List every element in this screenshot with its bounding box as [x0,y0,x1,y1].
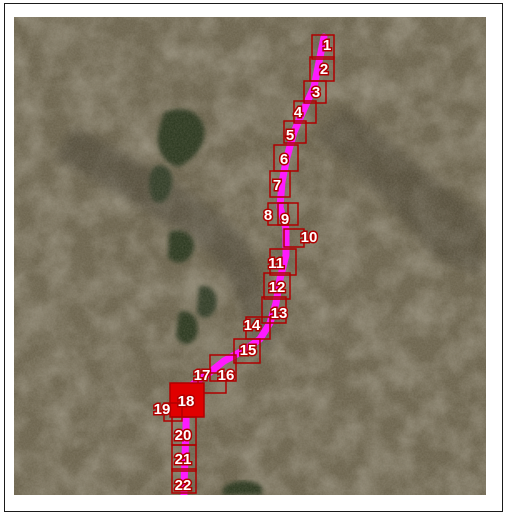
segment-box-1[interactable] [311,34,335,60]
segment-label-5[interactable]: 5 [284,126,295,146]
segment-label-7[interactable]: 7 [271,176,282,196]
segment-box-3[interactable] [303,80,327,104]
segment-box-19[interactable] [163,402,183,422]
segment-box-9[interactable] [277,202,299,226]
segment-label-15[interactable]: 15 [238,341,258,361]
segment-label-8[interactable]: 8 [262,206,273,226]
segment-label-13[interactable]: 13 [269,304,289,324]
segment-label-14[interactable]: 14 [242,316,262,336]
segment-label-9[interactable]: 9 [279,210,290,230]
segment-box-10[interactable] [283,228,305,248]
segment-label-4[interactable]: 4 [292,103,304,123]
segment-label-1[interactable]: 1 [321,36,332,56]
segment-box-12[interactable] [263,272,291,300]
segment-box-11[interactable] [269,248,297,276]
segment-label-12[interactable]: 12 [267,278,287,298]
segment-label-16[interactable]: 16 [216,366,236,386]
segment-box-16[interactable] [209,354,237,382]
terrain-grain [14,17,486,495]
segment-box-13[interactable] [261,296,287,324]
segment-label-19[interactable]: 19 [152,400,172,420]
segment-boxes [163,34,335,494]
segment-label-22[interactable]: 22 [173,476,193,496]
segment-box-5[interactable] [283,120,307,144]
segment-box-4[interactable] [293,100,317,124]
segment-box-7[interactable] [269,170,291,198]
segment-label-18[interactable]: 18 [176,392,196,412]
segment-box-21[interactable] [171,444,197,472]
segment-label-2[interactable]: 2 [318,60,329,80]
segment-label-6[interactable]: 6 [278,150,289,170]
segment-box-15[interactable] [233,338,261,364]
segment-label-3[interactable]: 3 [310,83,321,103]
segment-label-20[interactable]: 20 [173,426,193,446]
segment-box-18[interactable] [169,382,205,418]
segment-label-17[interactable]: 17 [192,366,212,386]
segment-label-11[interactable]: 11 [267,254,286,274]
segment-label-21[interactable]: 21 [173,450,193,470]
segment-box-22[interactable] [171,468,197,494]
segment-label-10[interactable]: 10 [299,228,319,248]
